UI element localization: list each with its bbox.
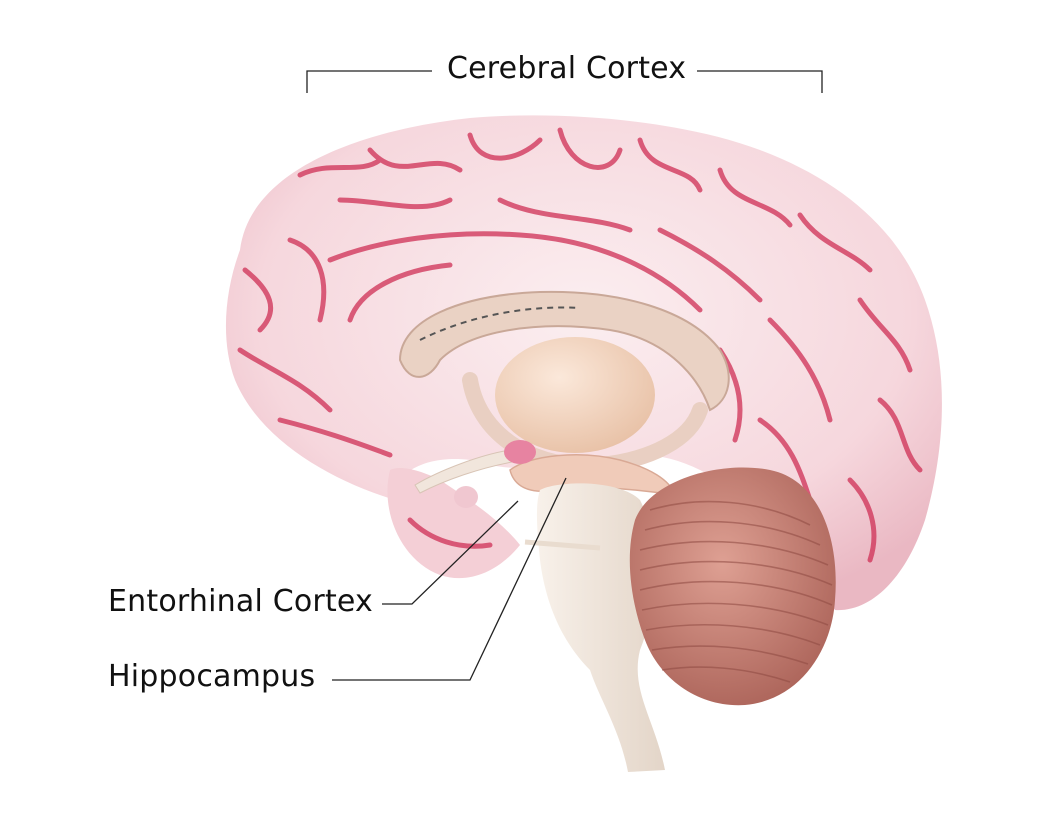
cerebral-cortex-label: Cerebral Cortex bbox=[447, 51, 687, 86]
nerve-shape bbox=[524, 539, 601, 551]
pineal-body-shape bbox=[504, 440, 536, 464]
entorhinal-cortex-label: Entorhinal Cortex bbox=[108, 584, 373, 619]
cerebellum-folia bbox=[639, 500, 833, 683]
corpus-callosum-shape bbox=[398, 290, 730, 412]
entorhinal-leader bbox=[382, 500, 519, 605]
hippocampus-leader bbox=[332, 477, 567, 681]
temporal-lobe-shape bbox=[387, 468, 520, 579]
cerebral-cortex-bracket-left bbox=[306, 70, 432, 93]
leader-lines bbox=[306, 70, 823, 681]
pituitary-shape bbox=[454, 486, 478, 508]
cerebellum-shape bbox=[629, 467, 836, 706]
sulci-lines bbox=[237, 127, 923, 563]
thalamus-shape bbox=[495, 337, 655, 453]
hippocampus-label: Hippocampus bbox=[108, 659, 316, 694]
cerebral-cortex-bracket-right bbox=[697, 70, 823, 93]
callosum-dash bbox=[419, 306, 581, 341]
